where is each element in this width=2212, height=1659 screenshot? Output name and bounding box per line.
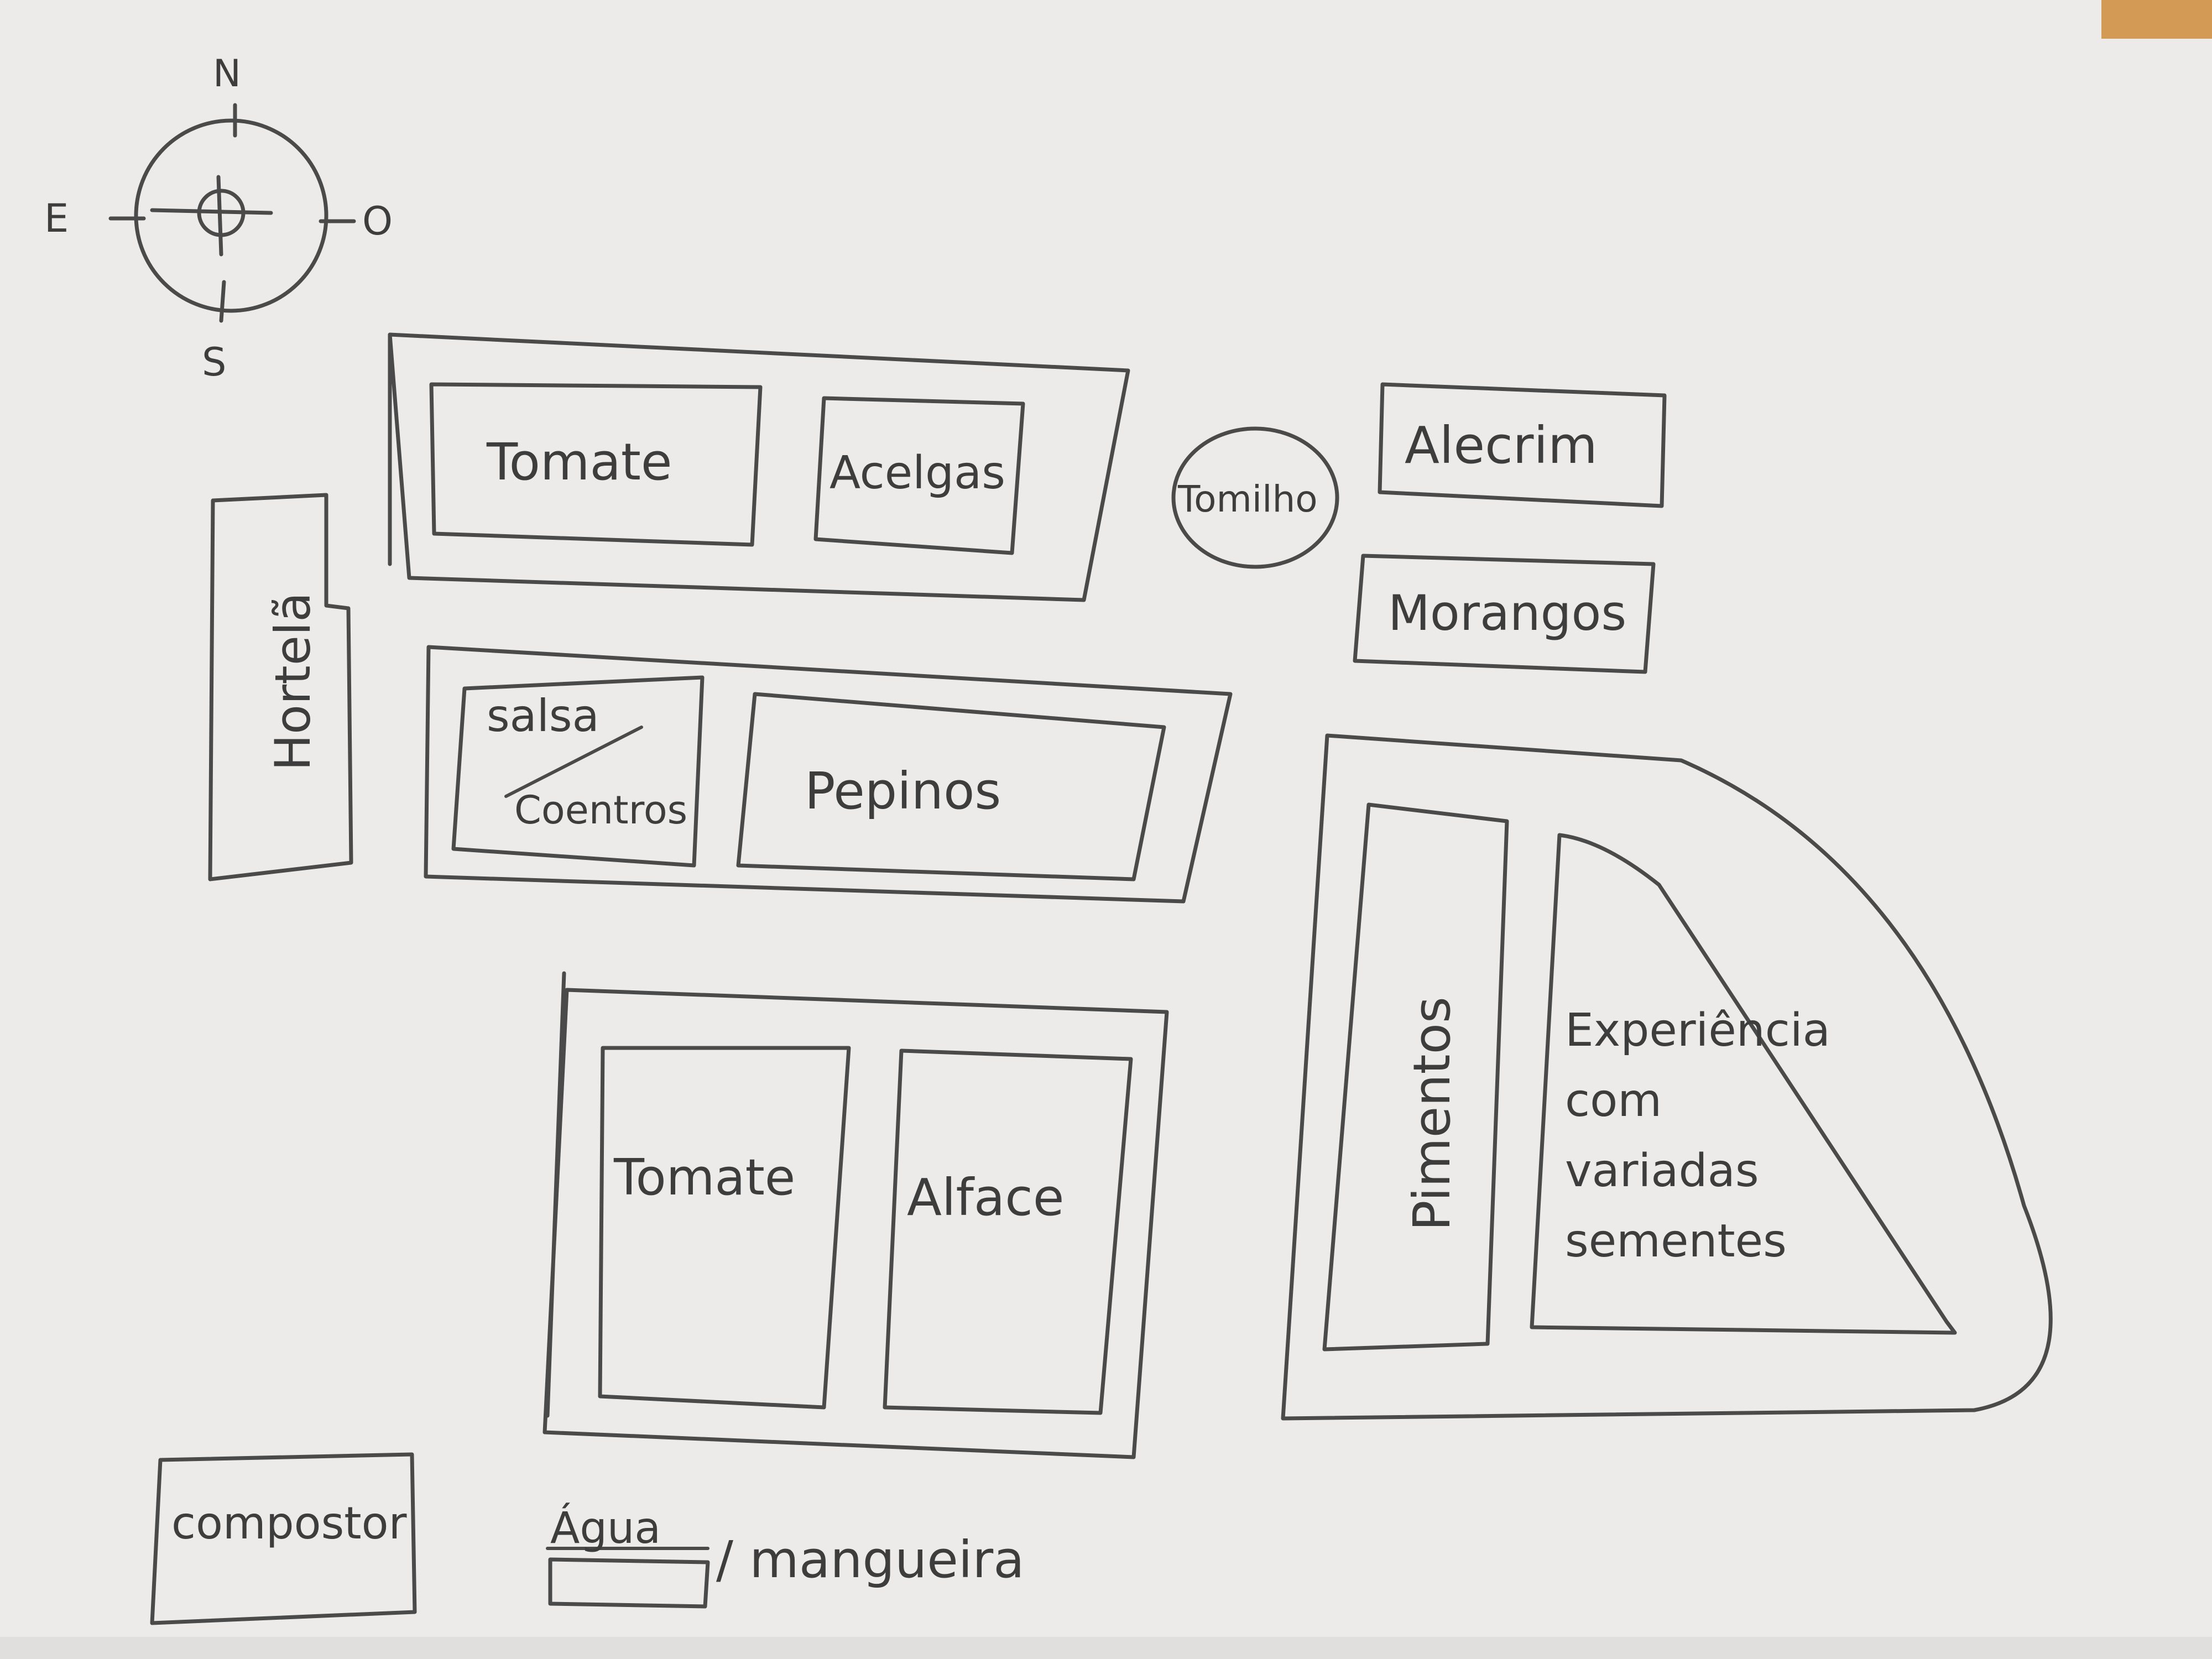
top-group-outline xyxy=(388,332,1130,602)
bed-experiencia xyxy=(1530,833,1957,1335)
compass-south-label: S xyxy=(202,340,227,385)
compass-circle xyxy=(134,118,328,313)
bed-pimentos xyxy=(1322,802,1509,1352)
right-group-outline xyxy=(1281,733,2053,1421)
label-morangos: Morangos xyxy=(1388,585,1627,641)
label-compostor: compostor xyxy=(171,1498,407,1549)
label-acelgas: Acelgas xyxy=(830,447,1005,499)
compass-rose xyxy=(108,103,356,323)
compass-west-label: O xyxy=(362,199,393,244)
label-salsa: salsa xyxy=(487,690,599,742)
bed-morangos xyxy=(1353,554,1656,674)
label-pepinos: Pepinos xyxy=(805,761,1001,821)
bed-alecrim xyxy=(1378,382,1667,508)
bed-tomate-bottom xyxy=(598,1046,851,1410)
bed-tomilho xyxy=(1171,426,1339,569)
bed-alface xyxy=(883,1048,1133,1415)
label-alface: Alface xyxy=(907,1168,1065,1227)
label-coentros: Coentros xyxy=(514,787,688,833)
bed-salsa-coentros xyxy=(451,675,705,868)
compass-south-tick xyxy=(219,280,226,323)
bed-tomate-top xyxy=(429,382,763,547)
compass-crosshair-v xyxy=(216,175,223,257)
compass-center xyxy=(197,189,246,237)
label-tomate-bottom: Tomate xyxy=(614,1149,796,1207)
compass-east-label: E xyxy=(44,196,69,241)
compass-north-label: N xyxy=(213,52,241,96)
label-experiencia: Experiência com variadas sementes xyxy=(1565,1004,1830,1268)
label-pimentos: Pimentos xyxy=(1402,997,1462,1231)
label-tomate-top: Tomate xyxy=(487,432,672,492)
middle-group-outline xyxy=(424,645,1233,904)
label-hortela: Hortelã xyxy=(264,592,321,771)
label-alecrim: Alecrim xyxy=(1405,416,1598,475)
paper-edge xyxy=(0,1637,2212,1659)
bed-pepinos xyxy=(736,692,1166,881)
bottom-group-outline xyxy=(542,971,1169,1459)
table-corner xyxy=(2101,0,2212,39)
bed-hortela xyxy=(208,493,353,881)
bed-compostor xyxy=(150,1452,417,1625)
label-mangueira: / mangueira xyxy=(716,1530,1025,1589)
label-tomilho: Tomilho xyxy=(1178,478,1318,520)
salsa-coentros-divider xyxy=(504,726,643,798)
water-point-box xyxy=(548,1557,710,1609)
compass-crosshair-h xyxy=(150,208,273,215)
label-agua: Água xyxy=(550,1504,661,1553)
bed-acelgas xyxy=(813,396,1025,555)
